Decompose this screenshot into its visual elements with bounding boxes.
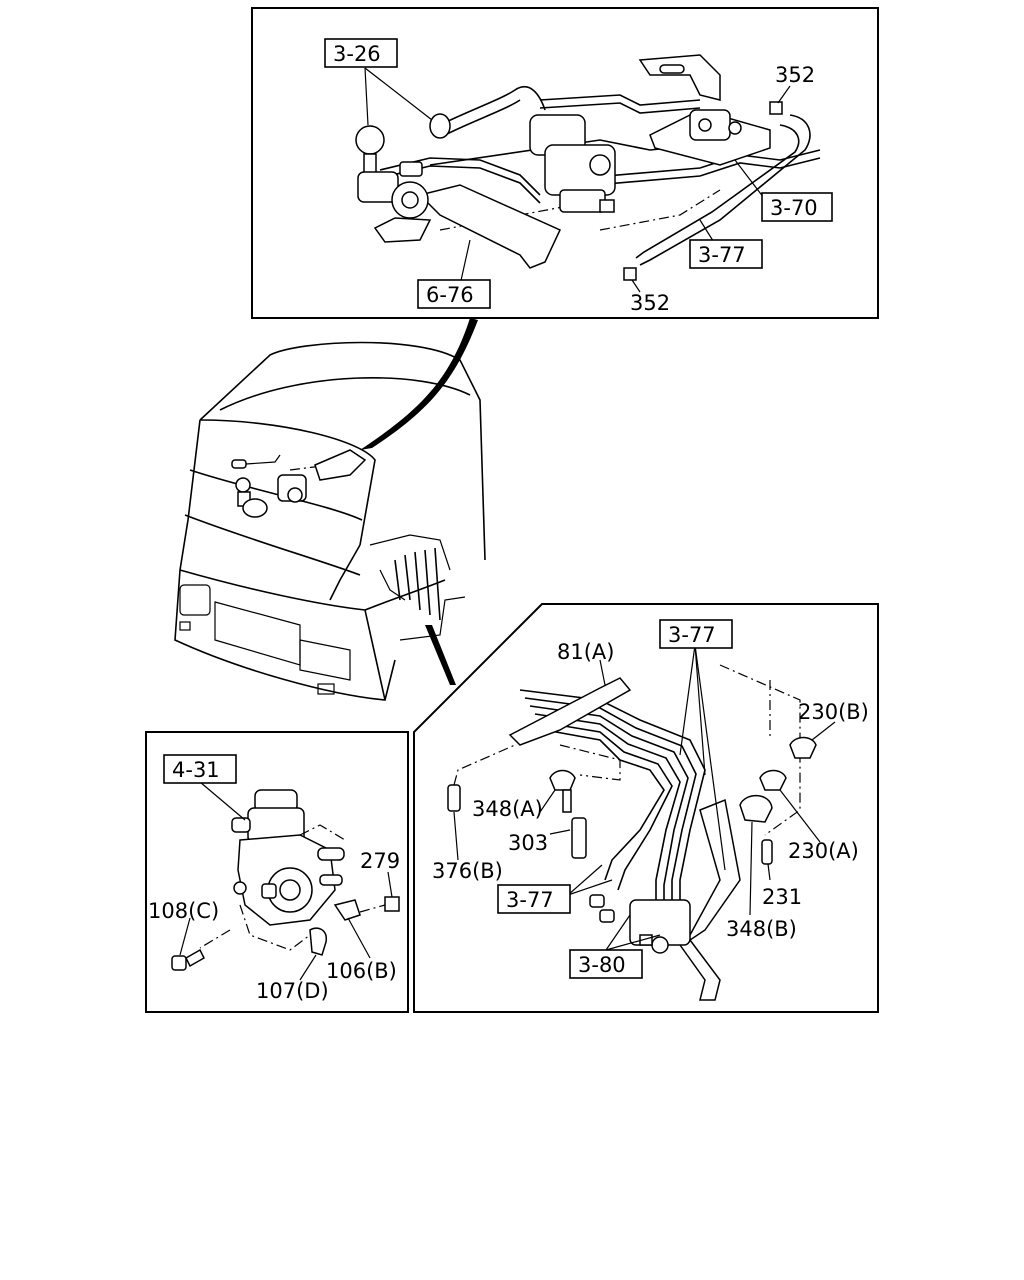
clamp-348a	[549, 769, 576, 791]
nut-352-bottom	[623, 267, 637, 281]
nut-279	[384, 896, 400, 912]
label-376b: 376(B)	[432, 859, 503, 883]
clamp-230b	[789, 736, 817, 759]
clip-107d	[309, 927, 327, 956]
label-3-77-panel-top: 3-77	[668, 623, 716, 647]
bracket-303	[571, 817, 587, 859]
label-3-77-top: 3-77	[698, 243, 746, 267]
label-230a: 230(A)	[788, 839, 859, 863]
label-107d: 107(D)	[256, 979, 329, 1003]
bolt-231	[761, 839, 773, 865]
label-348b: 348(B)	[726, 917, 797, 941]
bracket-81a	[508, 677, 632, 746]
label-6-76: 6-76	[426, 283, 474, 307]
label-352-bottom: 352	[630, 291, 670, 315]
truck-cab-illustration	[174, 341, 486, 701]
callout-wedge-bottom	[425, 625, 456, 685]
top-detail-panel: 3-26 352 3-70 3-77 6-76 352	[251, 7, 879, 319]
nut-352-top	[769, 101, 783, 115]
label-230b: 230(B)	[798, 700, 869, 724]
label-3-80: 3-80	[578, 953, 626, 977]
label-106b: 106(B)	[326, 959, 397, 983]
pump-detail-panel: 4-31 279 108(C) 107(D) 106(B)	[145, 731, 409, 1013]
label-303: 303	[508, 831, 548, 855]
bolt-376b	[447, 784, 461, 812]
pipes-detail-panel: 3-77 81(A) 230(B) 348(A) 303 230(A) 376(…	[413, 603, 879, 1013]
label-3-70: 3-70	[770, 196, 818, 220]
label-81a: 81(A)	[557, 640, 614, 664]
clamp-348b	[739, 794, 773, 823]
label-3-26: 3-26	[333, 42, 381, 66]
label-231: 231	[762, 885, 802, 909]
bracket-106b	[333, 899, 361, 921]
label-108c: 108(C)	[148, 899, 219, 923]
label-279: 279	[360, 849, 400, 873]
label-352-top: 352	[775, 63, 815, 87]
label-4-31: 4-31	[172, 758, 220, 782]
callout-wedge-top	[360, 318, 478, 450]
label-3-77-panel-bottom: 3-77	[506, 888, 554, 912]
clamp-230a	[759, 769, 787, 791]
bolt-108c	[171, 955, 187, 971]
label-348a: 348(A)	[472, 797, 543, 821]
